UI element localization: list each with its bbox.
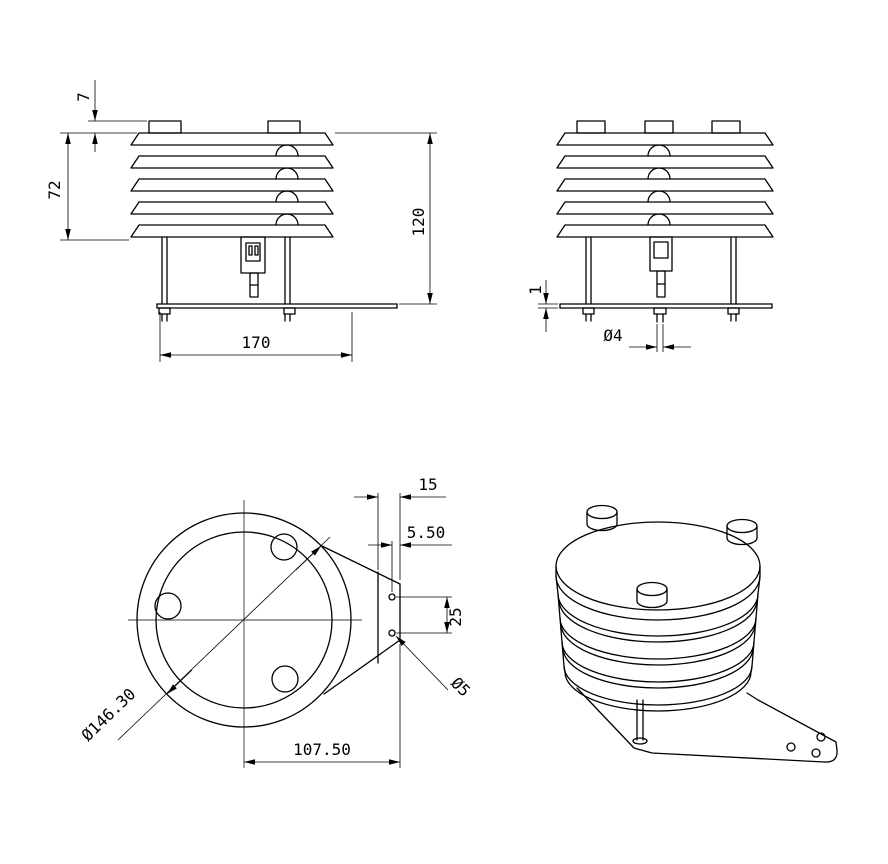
dim-stack-height: 72 bbox=[45, 180, 64, 199]
side-view: 1 Ø4 bbox=[526, 120, 774, 352]
front-dim-stack-height: 72 bbox=[45, 133, 129, 241]
bottom-dim-mount-offset: 107.50 bbox=[244, 644, 401, 768]
front-view: 7 72 120 170 bbox=[45, 80, 437, 362]
iso-base-plate bbox=[576, 687, 838, 763]
front-cap-bosses bbox=[148, 120, 301, 134]
iso-louvers bbox=[555, 575, 761, 712]
iso-cap-bosses bbox=[586, 504, 758, 609]
dim-plate-thickness: 1 bbox=[526, 285, 545, 295]
side-cap-bosses bbox=[576, 120, 741, 134]
front-legs bbox=[161, 236, 291, 305]
iso-sensor-rod bbox=[632, 699, 648, 745]
dim-edge-offset: 5.50 bbox=[407, 523, 446, 542]
dim-hole-inset: 15 bbox=[418, 475, 437, 494]
bottom-view: 15 5.50 25 Ø5 Ø146.30 107.50 bbox=[78, 475, 474, 768]
side-sensor bbox=[649, 236, 673, 298]
dim-boss-height: 7 bbox=[74, 92, 93, 102]
bottom-dim-hole-inset: 15 bbox=[354, 475, 446, 580]
dim-bolt-diameter: Ø4 bbox=[603, 326, 622, 345]
side-dim-bolt-diameter: Ø4 bbox=[603, 324, 691, 352]
side-louvers bbox=[556, 132, 774, 238]
bottom-plate-circles bbox=[136, 512, 352, 728]
side-legs bbox=[585, 236, 737, 305]
bottom-dim-hole-diameter: Ø5 bbox=[395, 635, 474, 700]
dim-plate-diameter: Ø146.30 bbox=[78, 684, 140, 745]
bottom-dim-edge-offset: 5.50 bbox=[368, 523, 452, 592]
front-louvers bbox=[130, 132, 334, 238]
dim-hole-spacing: 25 bbox=[446, 607, 465, 626]
side-base-plate bbox=[559, 303, 773, 323]
bottom-dim-hole-spacing: 25 bbox=[396, 596, 465, 634]
side-dim-plate-thickness: 1 bbox=[526, 280, 558, 332]
front-dim-boss-height: 7 bbox=[60, 80, 147, 152]
dim-base-width: 170 bbox=[242, 333, 271, 352]
bottom-dim-plate-diameter: Ø146.30 bbox=[78, 536, 331, 745]
dim-overall-height: 120 bbox=[409, 208, 428, 237]
front-base-plate bbox=[156, 303, 398, 322]
dim-hole-diameter: Ø5 bbox=[447, 673, 474, 700]
front-dim-base-width: 170 bbox=[159, 312, 353, 362]
bottom-bracket bbox=[321, 545, 401, 695]
isometric-view bbox=[555, 504, 838, 763]
iso-cap bbox=[555, 521, 761, 621]
front-dim-overall-height: 120 bbox=[335, 132, 437, 305]
dim-mount-offset: 107.50 bbox=[293, 740, 351, 759]
front-sensor bbox=[240, 236, 266, 298]
